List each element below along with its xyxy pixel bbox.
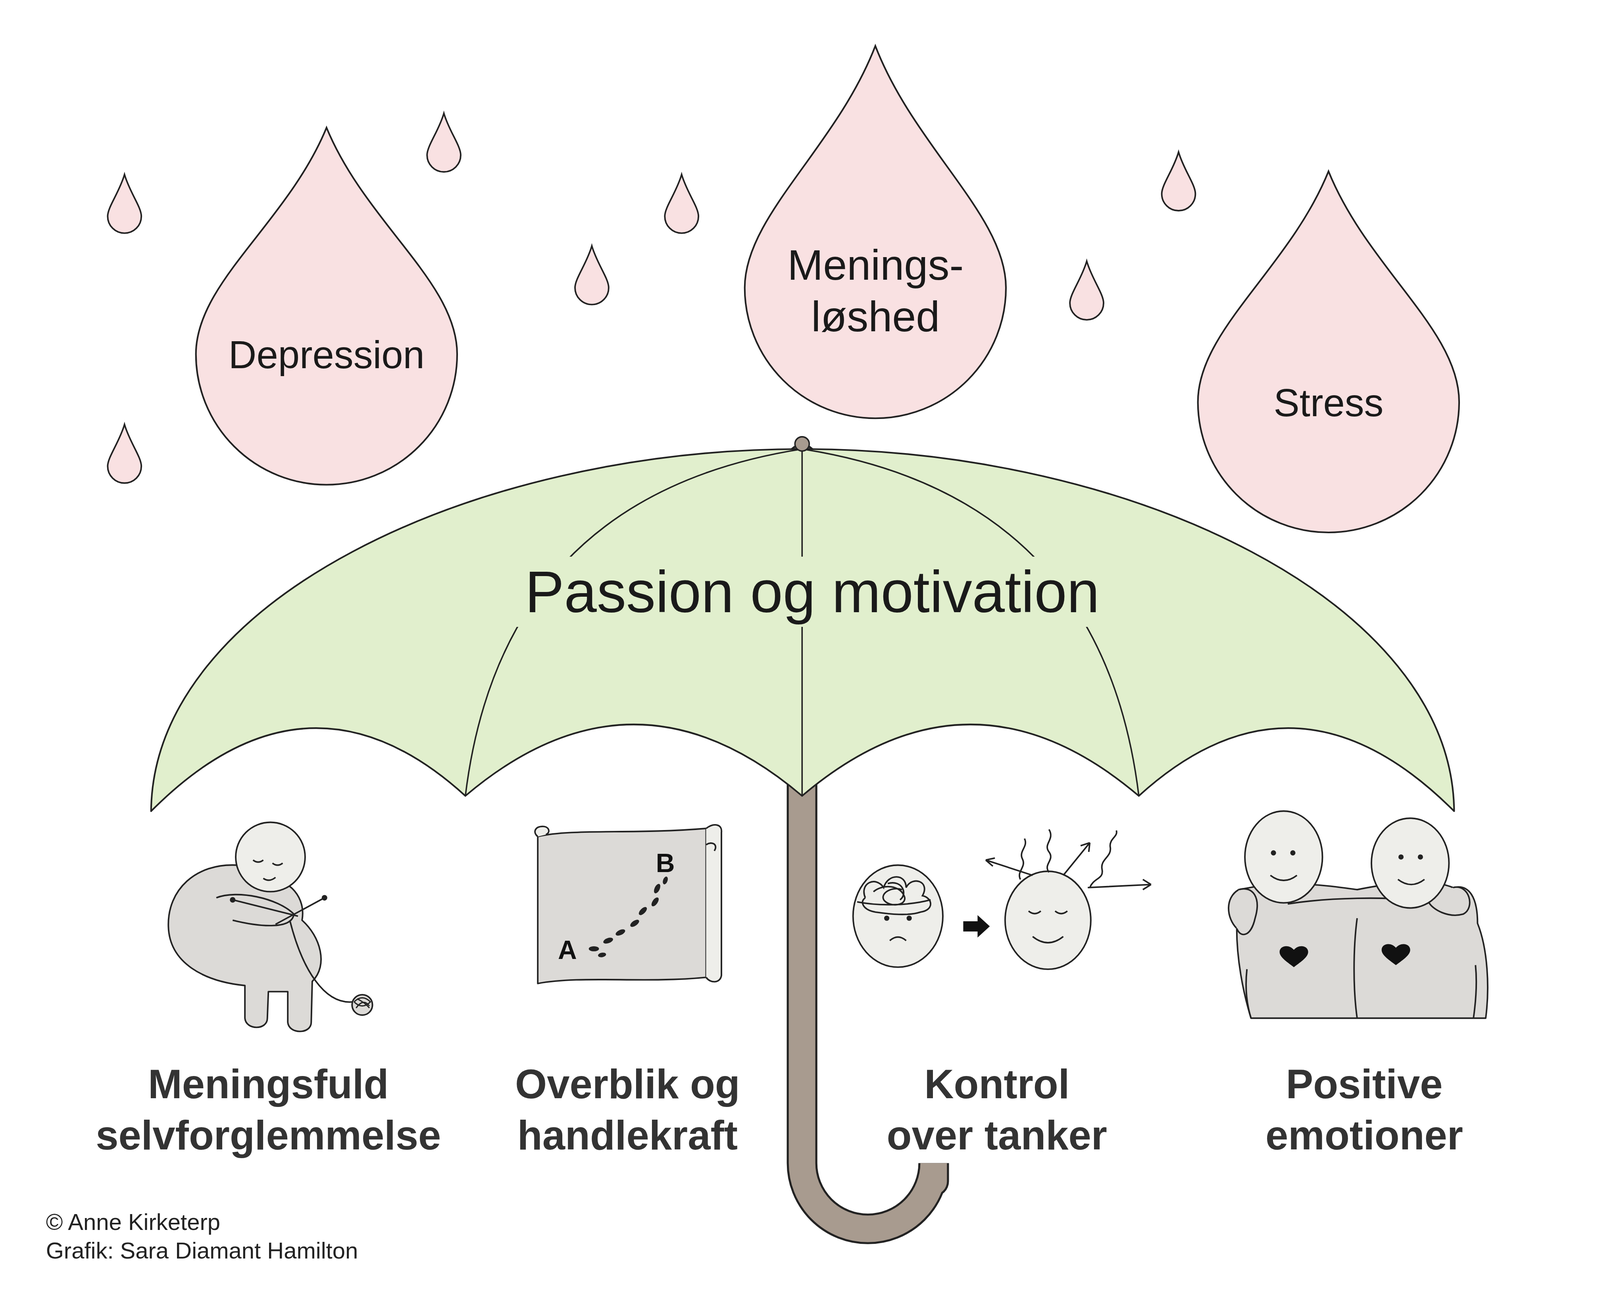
drawing-stroke — [1290, 851, 1295, 855]
node-label: Depression — [209, 331, 444, 379]
drawing-stroke — [652, 882, 662, 895]
node-label: Menings- løshed — [773, 239, 978, 343]
drawing-stroke — [1246, 965, 1477, 1019]
drawing-stroke — [628, 918, 641, 929]
two-people — [1228, 811, 1488, 1019]
drop-outline — [196, 127, 458, 485]
rain-drop — [1069, 261, 1104, 320]
drawing-stroke — [232, 900, 299, 917]
caption-label: Meningsfuld selvforglemmelse — [50, 1059, 487, 1162]
canopy-rib — [465, 448, 1139, 796]
drawing-stroke — [705, 825, 722, 982]
drawing-stroke — [705, 843, 716, 852]
drawing-stroke — [1418, 855, 1423, 859]
map-letter: B — [655, 846, 675, 880]
drawing-stroke — [1279, 946, 1309, 968]
drawing-stroke — [235, 822, 306, 893]
caption-label: Kontrol over tanker — [877, 1059, 1116, 1162]
drop-shape: Stress — [1194, 168, 1463, 536]
drawing-stroke — [1244, 811, 1323, 903]
drawing-stroke — [351, 994, 373, 1016]
drawing-stroke — [884, 916, 889, 921]
drawing-stroke — [853, 865, 943, 968]
drawing-stroke — [637, 905, 649, 917]
drawing-stroke — [253, 860, 283, 881]
drawing-stroke — [614, 928, 627, 938]
canopy-outline — [151, 448, 1455, 812]
drawing-stroke — [289, 920, 353, 1002]
caption-label: Overblik og handlekraft — [468, 1059, 787, 1162]
rain-drop — [1161, 151, 1196, 211]
drawing-stroke — [963, 915, 990, 939]
drawing-stroke — [1047, 829, 1051, 873]
drawing-stroke — [1063, 842, 1090, 876]
umbrella-canopy: Passion og motivation — [148, 446, 1458, 815]
node-outline — [741, 42, 1010, 422]
drawing-stroke — [597, 951, 607, 958]
drawing-stroke — [275, 898, 325, 925]
rain-drop — [426, 113, 461, 172]
map-letter: A — [557, 933, 577, 967]
drawing-stroke — [1353, 918, 1358, 1019]
drawing-stroke — [1028, 911, 1068, 943]
drawing-stroke — [889, 937, 906, 941]
drawing-stroke — [602, 936, 614, 945]
drawing-stroke — [322, 896, 327, 900]
drawing-stroke — [534, 826, 549, 837]
drawing-stroke — [1381, 944, 1411, 966]
thought-heads — [853, 829, 1152, 970]
map-scroll — [534, 825, 722, 984]
drawing-stroke — [537, 828, 706, 984]
rain-drop — [575, 246, 609, 305]
drawing-stroke — [1087, 879, 1151, 891]
drawing-stroke — [1371, 818, 1449, 908]
drawing-stroke — [985, 858, 1033, 876]
drawing-stroke — [1236, 888, 1258, 935]
drawing-stroke — [1005, 871, 1091, 970]
node-outline — [192, 124, 461, 488]
node-label: Passion og motivation — [515, 556, 1110, 628]
credit-text: Grafik: Sara Diamant Hamilton — [46, 1236, 358, 1266]
drawing-stroke — [857, 876, 931, 915]
drop-outline — [1198, 171, 1460, 533]
drawing-stroke — [907, 916, 912, 921]
drop-outline — [744, 46, 1006, 419]
drawing-stroke — [1228, 882, 1488, 1019]
credit-text: © Anne Kirketerp — [46, 1207, 221, 1237]
drawing-stroke — [1089, 830, 1117, 888]
rain-drop — [107, 424, 142, 484]
drawing-stroke — [230, 898, 235, 902]
drawing-stroke — [1270, 875, 1425, 885]
rain-drop — [107, 174, 142, 234]
node-outline — [1194, 168, 1463, 536]
drawing-stroke — [588, 946, 600, 952]
node-label: Stress — [1211, 379, 1446, 427]
drawing-stroke — [588, 876, 670, 959]
caption-label: Positive emotioner — [1225, 1059, 1504, 1162]
drawing-stroke — [650, 896, 660, 908]
node-outline — [148, 446, 1458, 815]
drawing-stroke — [1271, 851, 1275, 855]
drop-shape: Menings- løshed — [741, 42, 1010, 422]
drawing-stroke — [1399, 855, 1403, 859]
rain-drop — [664, 174, 699, 234]
drop-shape: Depression — [192, 124, 461, 488]
drawing-stroke — [353, 998, 371, 1009]
umbrella-tip — [794, 436, 810, 452]
knitting-person — [168, 822, 373, 1032]
